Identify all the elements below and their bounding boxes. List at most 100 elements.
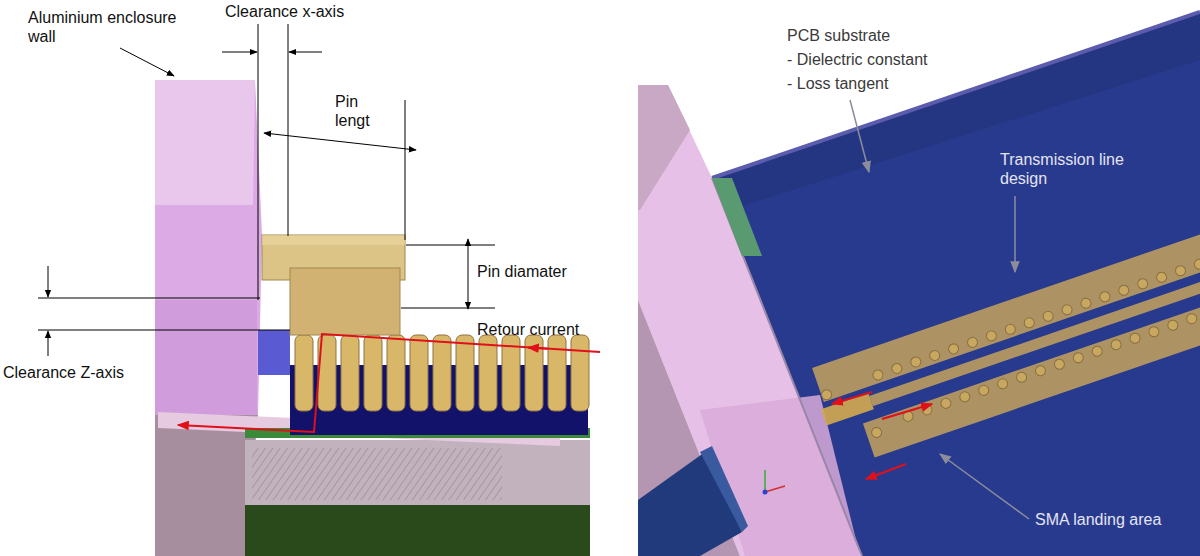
property-label: - Dielectric constant [787, 50, 928, 69]
transmission-line-part [1023, 316, 1036, 329]
return-current-path-part [178, 334, 600, 432]
current-arrows [832, 392, 932, 479]
dimension-lines-part [406, 245, 495, 246]
dimension-lines-part [468, 239, 469, 309]
transmission-line-part [977, 384, 990, 397]
transmission-line-part [1155, 271, 1168, 284]
axis-triad-part [765, 486, 785, 492]
dimension-label: Clearance Z-axis [3, 363, 124, 382]
transmission-line-part [863, 293, 1200, 457]
enclosure-wall-part [155, 300, 257, 415]
dimension-lines-part [264, 133, 416, 150]
dimension-lines-part [48, 331, 49, 356]
insulator-block [258, 330, 290, 375]
dimension-lines-part [405, 100, 406, 240]
connector-pin-part [262, 235, 405, 245]
dimension-lines-part [120, 48, 174, 76]
transmission-line-part [1053, 358, 1066, 371]
transmission-line-part [966, 336, 979, 349]
enclosure-wall-right-part [712, 178, 762, 256]
leader-lines-part [940, 454, 1029, 519]
transmission-line-part [1136, 277, 1149, 290]
sma-connector [638, 446, 748, 556]
dimension-lines-part [222, 52, 257, 53]
transmission-line-part [1185, 312, 1198, 325]
connector-contacts-part [364, 335, 382, 411]
sma-connector-part [700, 446, 748, 532]
transmission-line-part [1091, 345, 1104, 358]
transmission-line-part [890, 362, 903, 375]
transmission-line-part [1080, 297, 1093, 310]
enclosure-wall-right-part [638, 85, 690, 210]
axis-triad-part [764, 470, 766, 492]
enclosure-wall-right-part [638, 85, 862, 556]
property-label: - Loss tangent [787, 74, 888, 93]
part-label: SMA landing area [1035, 510, 1161, 529]
enclosure-wall-part [155, 80, 255, 205]
dimension-lines [38, 24, 495, 356]
part-label: Transmission line design [1000, 150, 1150, 188]
current-arrows-part [866, 464, 906, 479]
pcb-stack-part [245, 505, 590, 556]
dimension-label: Pin lengt [335, 92, 383, 130]
transmission-line-part [1042, 310, 1055, 323]
dimension-lines-part [38, 298, 260, 299]
transmission-line-part [940, 397, 953, 410]
connector-contacts-part [571, 335, 589, 411]
connector-contacts-part [479, 335, 497, 411]
dimension-label: Pin diamater [477, 262, 567, 281]
transmission-line-part [1099, 290, 1112, 303]
connector-pin-part [290, 268, 400, 335]
transmission-line-part [1015, 371, 1028, 384]
return-current-path [178, 334, 600, 432]
transmission-line-part [1072, 351, 1085, 364]
current-label: Retour current [477, 320, 579, 339]
leader-lines-part [1014, 196, 1016, 272]
transmission-line-part [947, 343, 960, 356]
dimension-lines-part [401, 308, 495, 309]
transmission-line-part [1166, 319, 1179, 332]
connector-contacts-part [341, 335, 359, 411]
pcb-stack-part [245, 440, 590, 505]
transmission-line-part [870, 426, 883, 439]
transmission-line-part [820, 388, 833, 401]
transmission-line-part [1129, 332, 1142, 345]
connector-contacts-part [410, 335, 428, 411]
pcb-substrate-part [712, 12, 1200, 178]
transmission-line-part [872, 369, 885, 382]
dimension-lines-part [38, 330, 290, 331]
transmission-line-part [909, 356, 922, 369]
transmission-line-part [1193, 258, 1200, 271]
enclosure-wall-right [638, 85, 862, 556]
axis-triad [763, 470, 786, 495]
part-label: Aluminium enclosure wall [28, 8, 193, 46]
transmission-line-part [985, 330, 998, 343]
connector-contacts-part [295, 335, 313, 411]
connector-contacts-part [433, 335, 451, 411]
transmission-line-part [1034, 364, 1047, 377]
sma-connector-part [638, 452, 742, 556]
transmission-line-part [1061, 303, 1074, 316]
part-label: PCB substrate [787, 26, 890, 45]
connector-contacts-part [548, 335, 566, 411]
current-arrows-part [882, 404, 932, 419]
axis-triad-part [763, 490, 768, 495]
transmission-line-part [1110, 338, 1123, 351]
connector-contacts-part [456, 335, 474, 411]
pcb-substrate-part [712, 12, 1200, 210]
transmission-line-part [1004, 323, 1017, 336]
transmission-line-part [928, 349, 941, 362]
current-arrows-part [832, 392, 872, 404]
pcb-stack-part [252, 448, 502, 500]
dimension-lines-part [258, 24, 259, 300]
return-current-path-part [528, 348, 548, 349]
dimension-lines-part [289, 52, 322, 53]
connector-contacts-part [387, 335, 405, 411]
connector-contacts [295, 335, 589, 411]
dimension-lines-part [48, 266, 49, 297]
leader-lines-part [850, 100, 869, 172]
transmission-line-part [1117, 284, 1130, 297]
transmission-line-part [1148, 325, 1161, 338]
